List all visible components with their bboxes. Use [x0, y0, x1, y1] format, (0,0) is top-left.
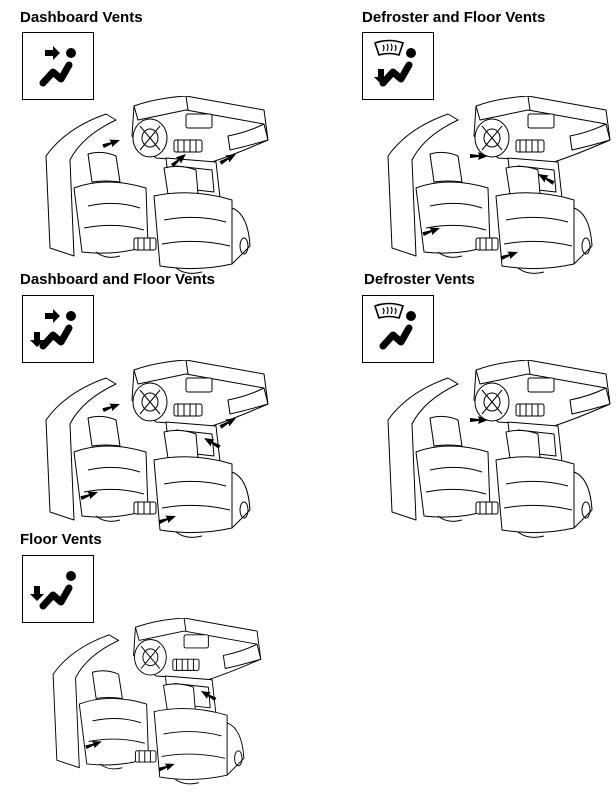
- section-dashboard-vents: Dashboard Vents: [20, 9, 143, 27]
- interior-illustration-defroster-vents: [378, 360, 616, 546]
- section-defroster-vents: Defroster Vents: [364, 271, 475, 289]
- defroster-floor-vent-icon: [362, 32, 434, 100]
- floor-vent-icon: [22, 555, 94, 623]
- dashboard-vent-icon: [22, 32, 94, 100]
- section-title: Floor Vents: [20, 531, 102, 548]
- interior-illustration-dashboard-floor-vents: [36, 360, 276, 546]
- section-defroster-floor-vents: Defroster and Floor Vents: [362, 9, 545, 27]
- interior-illustration-floor-vents: [36, 618, 276, 792]
- section-floor-vents: Floor Vents: [20, 531, 102, 549]
- section-title: Dashboard and Floor Vents: [20, 271, 216, 288]
- defroster-vent-icon: [362, 295, 434, 363]
- section-title: Defroster Vents: [364, 271, 475, 288]
- section-dashboard-floor-vents: Dashboard and Floor Vents: [20, 271, 215, 289]
- section-title: Dashboard Vents: [20, 9, 143, 26]
- interior-illustration-dashboard-vents: [36, 96, 276, 282]
- section-title: Defroster and Floor Vents: [362, 9, 546, 26]
- dashboard-floor-vent-icon: [22, 295, 94, 363]
- interior-illustration-defroster-floor-vents: [378, 96, 616, 282]
